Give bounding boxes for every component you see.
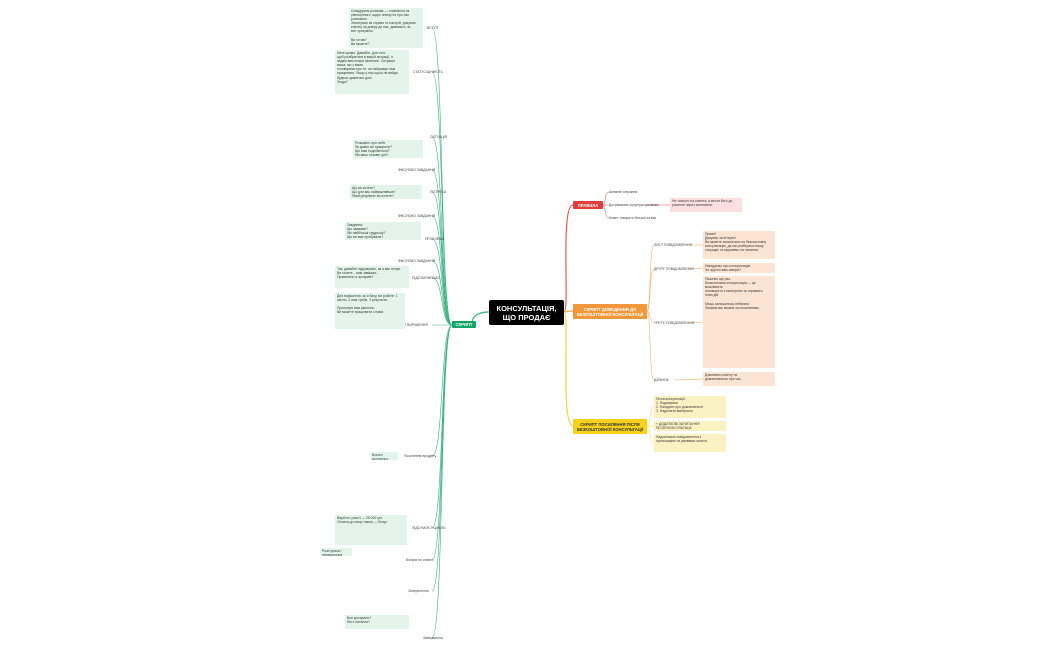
script-note: Все зрозуміло? Які є питання? — [345, 615, 409, 629]
script-label[interactable]: ПІДСУМОК З ЦІНОЮ — [412, 526, 446, 530]
connector-line — [646, 244, 655, 312]
connector-line — [431, 136, 453, 326]
script-label[interactable]: Заперечення — [408, 589, 429, 593]
post-note: + ДОДАТКОВІ ЗАПИТАННЯ ПІСЛЯ КОНСУЛЬТАЦІЇ — [654, 421, 726, 431]
script-note: Що ви хочете? Що для вас найважливіше? Я… — [350, 185, 422, 199]
script-label[interactable]: ФІКСУЄМО ЗАВДАННЯ — [398, 214, 436, 218]
rule-note: Не тиснути на клієнта, а вести його до р… — [670, 198, 742, 212]
connector-line — [646, 268, 655, 312]
connector-line — [646, 425, 655, 444]
connector-line — [674, 378, 704, 381]
script-label[interactable]: Завершення — [423, 636, 443, 640]
script-label[interactable]: ВСТУП — [427, 26, 439, 30]
connector-line — [431, 215, 453, 326]
connector-line — [602, 191, 610, 206]
script-note: Так, давайте підсумуємо, як я вас почув.… — [335, 266, 409, 288]
script-note: Для вирішення, як я бачу, ви робите: 1 я… — [335, 293, 405, 329]
branch-post-consultation-script[interactable]: СКРИПТ ПОСИЛЕННЯ ПІСЛЯ БЕЗКОШТОВНОЇ КОНС… — [573, 419, 647, 434]
pre-step-label[interactable]: ЛИСТ ПОВІДОМЛЕННЯ — [654, 243, 692, 247]
script-label[interactable]: ПОТРЕБА — [430, 190, 447, 194]
script-label[interactable]: СТАТУС/ЦІННІСТЬ — [413, 70, 443, 74]
pre-note: Нагадуємо про консультацію. Чи зручно ва… — [703, 263, 775, 273]
connector-line — [563, 311, 574, 427]
post-note: Надсилаємо повідомлення з пропозицією та… — [654, 434, 726, 452]
branch-script[interactable]: СКРИПТ — [452, 321, 476, 328]
connector-line — [431, 324, 453, 592]
script-note: Розстрочка / передоплата Оплата частинам… — [320, 548, 352, 556]
connector-line — [563, 310, 574, 313]
connector-line — [431, 27, 453, 326]
rule-item[interactable]: Дотримання структури розмови — [609, 203, 659, 207]
connector-line — [431, 324, 453, 457]
script-label[interactable]: СИТУАЦІЯ — [430, 135, 448, 139]
connector-line — [431, 238, 453, 326]
rule-item[interactable]: Клієнт говорить більше за вас — [609, 216, 657, 220]
connector-line — [563, 204, 574, 313]
script-note: Вартість участі — 25 000 грн. Оплата до … — [335, 515, 407, 545]
pre-step-label[interactable]: ДРУГЕ ПОВІДОМЛЕННЯ — [654, 267, 694, 271]
connector-line — [689, 267, 704, 270]
connector-line — [689, 321, 704, 324]
script-label[interactable]: ПРОБЛЕМА — [425, 237, 445, 241]
connector-line — [431, 260, 453, 326]
script-label[interactable]: ФІКСУЄМО ЗАВДАННЯ — [398, 168, 436, 172]
post-note: Після консультації: 1. Подякувати 2. Наг… — [654, 396, 726, 418]
connector-line — [431, 71, 453, 326]
connector-line — [431, 191, 453, 326]
pre-note: Дзвонимо клієнту та домовляємось про час… — [703, 372, 775, 386]
connector-line — [431, 324, 453, 639]
script-note: Співдружня розмова — ставлення як рівноц… — [349, 8, 423, 48]
branch-rules[interactable]: ПРАВИЛА — [573, 201, 603, 209]
connector-line — [431, 169, 453, 326]
pre-note: Привіт! Дякуємо за інтерес! Ви можете за… — [703, 231, 775, 259]
connector-line — [602, 204, 610, 219]
script-label[interactable]: ЕКСПЕРТНЕ ВИРІШЕННЯ — [386, 323, 428, 327]
connector-line — [431, 324, 453, 529]
rule-item[interactable]: Активне слухання — [609, 190, 638, 194]
connector-line — [646, 406, 655, 427]
script-note: Розкажіть про себе. Як давно ви працюєте… — [353, 140, 423, 158]
script-label[interactable]: Посилення продукту — [404, 454, 437, 458]
pre-step-label[interactable]: ДЗВІНОК — [654, 378, 669, 382]
script-label[interactable]: ФІКСУЄМО ЗАВДАННЯ — [398, 259, 436, 263]
pre-note: Пишемо ще раз. Безкоштовна консультація … — [703, 276, 775, 368]
script-note: Завдання: Що заважає? Які найбільші труд… — [345, 222, 421, 240]
connector-line — [646, 310, 655, 381]
script-note: Всього достатньо, щоб ви отримали резуль… — [370, 452, 398, 460]
connector-line — [431, 277, 453, 326]
central-topic: КОНСУЛЬТАЦІЯ, ЩО ПРОДАЄ — [489, 300, 564, 325]
connector-line — [431, 324, 453, 561]
branch-pre-consultation-script[interactable]: СКРИПТ ДОВЕДЕННЯ ДО БЕЗКОШТОВНОЇ КОНСУЛЬ… — [573, 304, 647, 319]
script-label[interactable]: Бонуси по оплаті — [406, 558, 433, 562]
connector-line — [646, 310, 655, 324]
pre-step-label[interactable]: ТРЕТЄ ПОВІДОМЛЕННЯ — [654, 321, 694, 325]
script-note: Мені цікаво. Давайте, для того щоб розіб… — [335, 50, 409, 94]
script-label[interactable]: ПІДСУМОВУЄМО — [412, 276, 440, 280]
